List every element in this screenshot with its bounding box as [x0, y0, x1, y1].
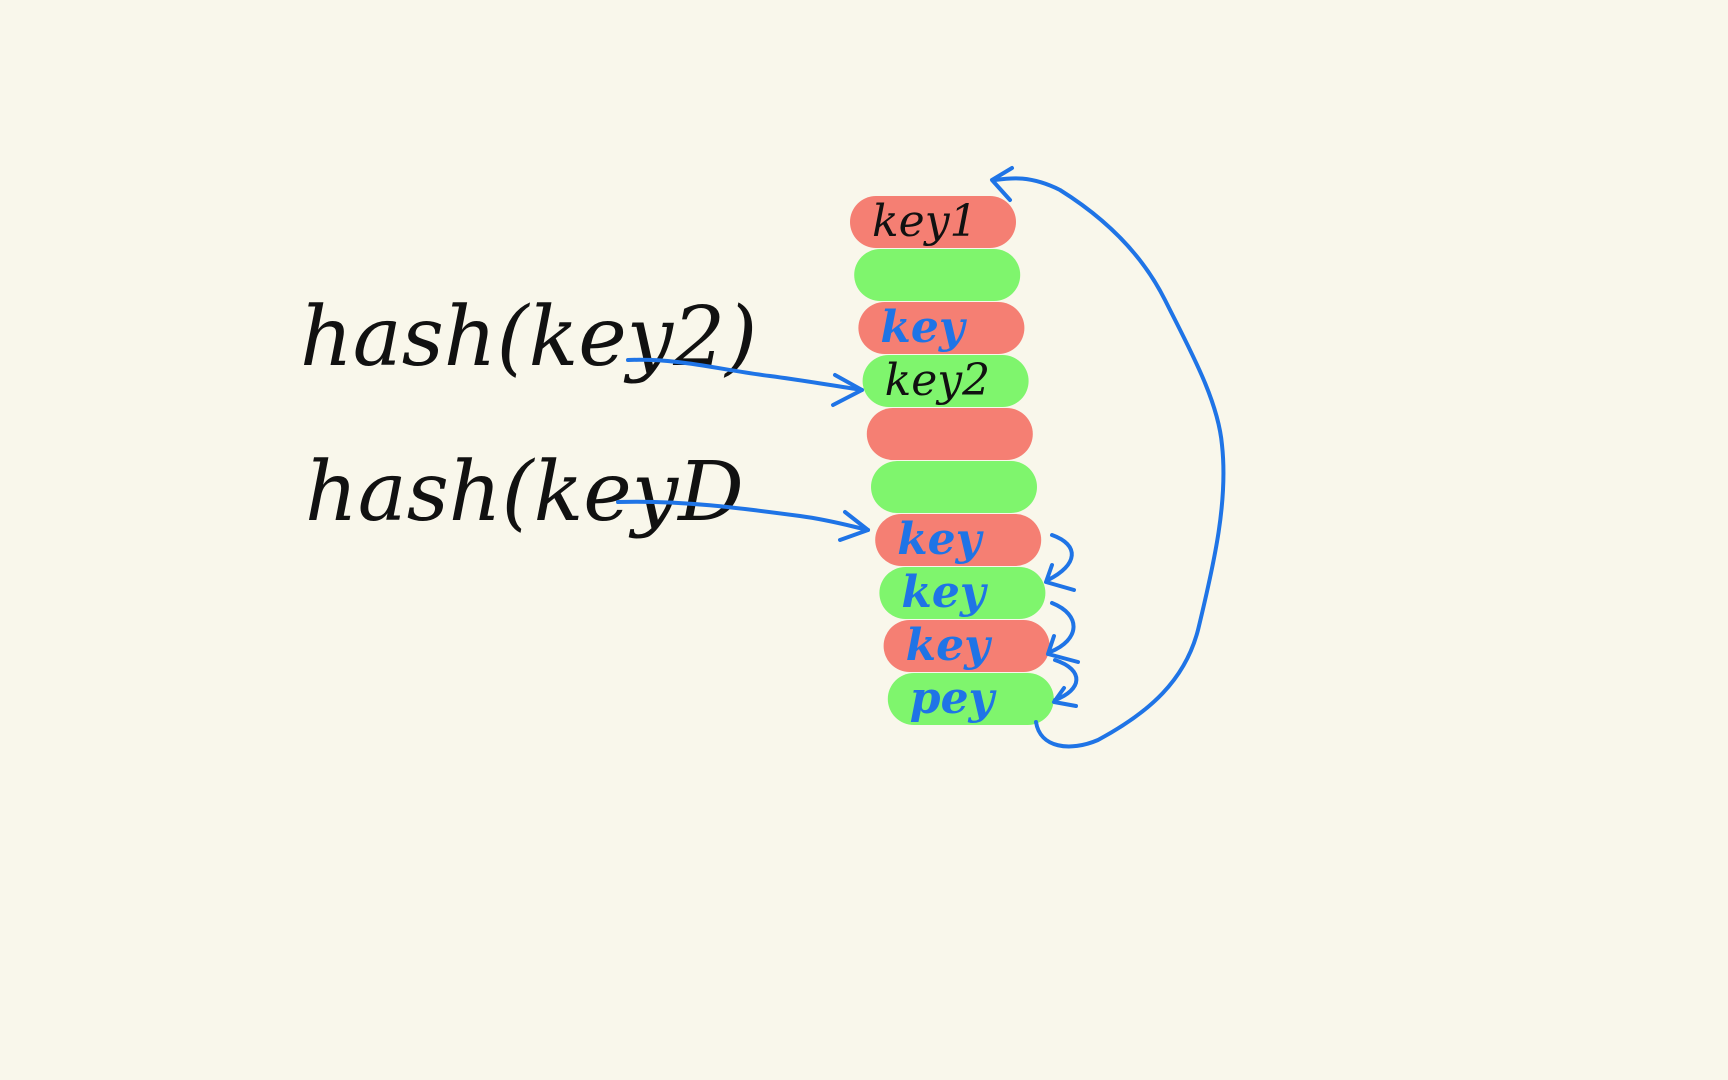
- slot-8: [879, 567, 1046, 619]
- slot-1-label: key1: [872, 196, 978, 247]
- hash-key2-label: hash(key2): [300, 290, 757, 385]
- probe-arrow-3-head: [1052, 686, 1078, 708]
- slot-7-label: key: [897, 514, 984, 565]
- slot-9-label: key: [906, 620, 993, 671]
- slot-3-label: key: [880, 302, 967, 353]
- slot-4-label: key2: [885, 355, 991, 406]
- slot-7: [875, 514, 1042, 566]
- probe-arrow-2: [1048, 601, 1076, 654]
- probe-arrow-2-head: [1046, 634, 1080, 664]
- probe-arrow-1: [1046, 533, 1074, 582]
- arrow-hash-key2-shaft: [626, 357, 864, 392]
- slot-4: [862, 355, 1029, 407]
- slot-6: [871, 461, 1037, 513]
- wrap-around-arrow: [990, 166, 1226, 749]
- slot-9: [883, 620, 1050, 672]
- slot-1: [850, 196, 1016, 248]
- arrow-hash-key1-head: [838, 510, 870, 542]
- arrow-hash-key2-head: [831, 373, 864, 407]
- wrap-around-arrow-shaft: [993, 176, 1226, 749]
- slot-8-label: key: [901, 567, 988, 618]
- wrap-around-arrow-head: [990, 166, 1014, 202]
- arrow-hash-key2-to-slot: [626, 357, 864, 407]
- arrow-hash-key1-to-slot: [616, 499, 870, 542]
- slot-10-label: pey: [910, 673, 998, 724]
- probe-arrow-3: [1053, 658, 1079, 702]
- slot-2: [854, 249, 1021, 301]
- slot-3: [858, 302, 1025, 354]
- slot-10: [887, 673, 1054, 725]
- hash-key1-label: hash(keyD: [305, 445, 744, 540]
- probe-arrow-1-head: [1044, 563, 1076, 592]
- slot-5: [866, 408, 1033, 460]
- arrow-hash-key1-shaft: [616, 499, 870, 532]
- probe-arrows: [1044, 533, 1080, 708]
